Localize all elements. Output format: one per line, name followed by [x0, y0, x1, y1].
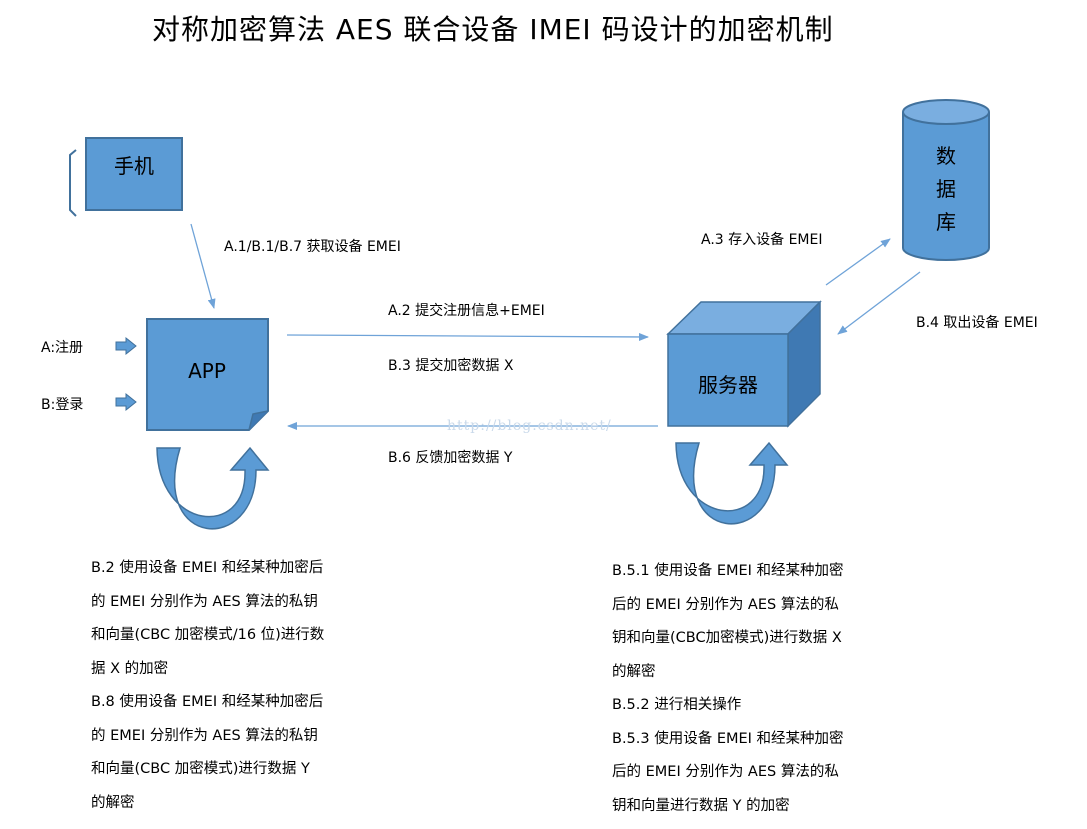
note-line: 后的 EMEI 分别作为 AES 算法的私: [612, 596, 839, 613]
note-line: B.5.1 使用设备 EMEI 和经某种加密: [612, 563, 844, 579]
note-line: 后的 EMEI 分别作为 AES 算法的私: [612, 764, 839, 780]
note-line: 的 EMEI 分别作为 AES 算法的私钥: [91, 727, 318, 744]
register-arrow-icon: [115, 336, 137, 356]
database-label: 数 据 库: [903, 140, 989, 239]
note-line: B.5.3 使用设备 EMEI 和经某种加密: [612, 730, 844, 747]
server-loop-arrow-icon: [675, 441, 789, 525]
server-label: 服务器: [698, 373, 758, 397]
database-label-char: 据: [936, 177, 956, 201]
note-line: 的 EMEI 分别作为 AES 算法的私钥: [91, 593, 318, 610]
note-line: B.2 使用设备 EMEI 和经某种加密后: [91, 560, 324, 576]
phone-label: 手机: [114, 154, 154, 178]
diagram-title: 对称加密算法 AES 联合设备 IMEI 码设计的加密机制: [152, 13, 834, 46]
store-label: A.3 存入设备 EMEI: [701, 232, 823, 248]
database-label-char: 库: [936, 210, 956, 234]
note-line: B.5.2 进行相关操作: [612, 697, 742, 713]
database-node: [902, 99, 990, 261]
server-notes: B.5.1 使用设备 EMEI 和经某种加密 后的 EMEI 分别作为 AES …: [612, 555, 844, 823]
note-line: 和向量(CBC 加密模式/16 位)进行数: [91, 627, 325, 643]
get-imei-label: A.1/B.1/B.7 获取设备 EMEI: [224, 239, 401, 255]
login-label: B:登录: [41, 397, 84, 413]
feedback-label: B.6 反馈加密数据 Y: [388, 450, 513, 466]
watermark: http://blog.csdn.net/: [447, 418, 612, 434]
phone-node: [69, 137, 183, 217]
retrieve-arrow: [837, 271, 921, 335]
submit-register-label: A.2 提交注册信息+EMEI: [388, 303, 545, 319]
note-line: 和向量(CBC 加密模式)进行数据 Y: [91, 761, 310, 777]
app-label: APP: [188, 359, 226, 383]
login-arrow-icon: [115, 392, 137, 412]
retrieve-label: B.4 取出设备 EMEI: [916, 315, 1038, 331]
note-line: 的解密: [612, 663, 656, 680]
app-loop-arrow-icon: [156, 446, 270, 530]
note-line: 的解密: [91, 794, 135, 811]
app-node: [146, 318, 269, 431]
get-imei-arrow: [190, 223, 216, 309]
note-line: 据 X 的加密: [91, 660, 169, 677]
submit-arrow: [286, 332, 649, 341]
note-line: 钥和向量进行数据 Y 的加密: [612, 797, 790, 814]
register-label: A:注册: [41, 340, 84, 356]
server-node: [666, 300, 822, 428]
store-arrow: [825, 238, 891, 286]
submit-encrypted-label: B.3 提交加密数据 X: [388, 358, 514, 374]
database-label-char: 数: [936, 144, 956, 168]
app-notes: B.2 使用设备 EMEI 和经某种加密后 的 EMEI 分别作为 AES 算法…: [91, 552, 324, 820]
note-line: B.8 使用设备 EMEI 和经某种加密后: [91, 694, 324, 710]
note-line: 钥和向量(CBC加密模式)进行数据 X: [612, 630, 842, 646]
